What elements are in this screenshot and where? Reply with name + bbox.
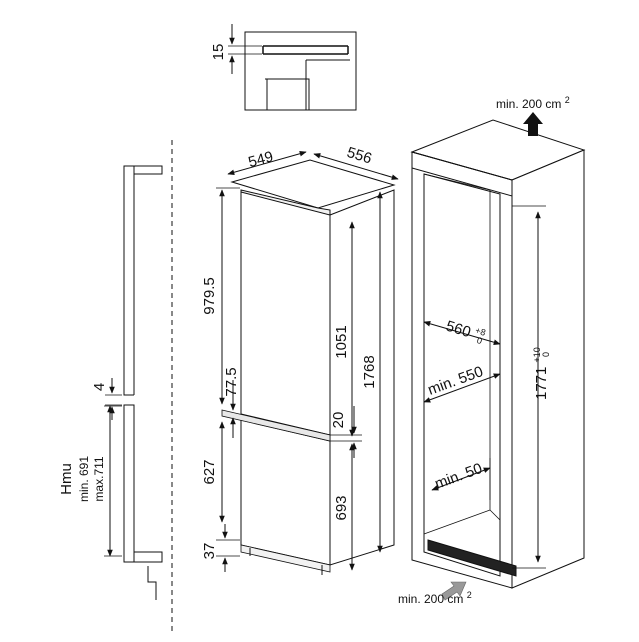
bottom-vent-prefix: min. 200 bbox=[398, 592, 444, 606]
fridge-width-dim-label: 549 bbox=[247, 148, 276, 171]
total-height-dim-label: 1768 bbox=[361, 355, 378, 388]
up-arrow-icon bbox=[523, 112, 543, 136]
inflow-arrow-icon bbox=[441, 581, 467, 601]
door-gap-77-dim-label: 77.5 bbox=[223, 367, 240, 396]
niche-width-main: 560 bbox=[444, 318, 473, 342]
upper-height-dim-label: 979.5 bbox=[201, 277, 218, 315]
fridge-depth-dim-label: 556 bbox=[345, 144, 374, 168]
niche-height-label: 1771 +10 0 bbox=[527, 343, 551, 400]
niche-height-sup: +10 bbox=[532, 347, 542, 362]
niche-width-sub: 0 bbox=[476, 335, 484, 346]
door-side-profile: 4 Hmu min. 691 max.711 bbox=[58, 140, 173, 632]
hinge-gap-dim-label: 20 bbox=[330, 412, 347, 429]
niche-depth-label: min. 550 bbox=[426, 363, 486, 399]
lower-door-dim-label: 627 bbox=[201, 459, 218, 484]
bottom-vent-exp: 2 bbox=[467, 590, 472, 600]
fridge-drawing: 549 556 979.5 77.5 627 37 1051 1768 20 bbox=[201, 144, 399, 575]
bottom-vent-unit: cm bbox=[447, 592, 463, 606]
hmu-max-label: max.711 bbox=[92, 456, 106, 501]
top-vent-prefix: min. 200 bbox=[496, 97, 542, 111]
niche-width-sup: +8 bbox=[474, 325, 487, 338]
hmu-min-label: min. 691 bbox=[77, 456, 91, 502]
door-height-dim-label: 1051 bbox=[333, 325, 350, 358]
top-vent-unit: cm bbox=[545, 97, 561, 111]
niche-width-label: 560 +8 0 bbox=[444, 312, 493, 348]
gap-dim-label: 15 bbox=[210, 44, 227, 61]
niche-back-gap-label: min. 50 bbox=[433, 460, 485, 493]
top-vent-label: min. 200 cm 2 bbox=[496, 95, 570, 111]
door-gap-dim-label: 4 bbox=[91, 383, 108, 391]
bottom-dim-label: 37 bbox=[201, 543, 218, 560]
bottom-vent-label: min. 200 cm 2 bbox=[398, 590, 472, 606]
niche-drawing: min. 200 cm 2 min. 200 cm 2 560 +8 0 min… bbox=[398, 95, 586, 606]
niche-height-sub: 0 bbox=[541, 352, 551, 357]
lower-height-dim-label: 693 bbox=[333, 495, 350, 520]
gap-detail-drawing: 15 bbox=[210, 24, 357, 111]
niche-height-main: 1771 bbox=[533, 367, 550, 400]
top-vent-exp: 2 bbox=[565, 95, 570, 105]
hmu-label: Hmu bbox=[58, 463, 75, 495]
